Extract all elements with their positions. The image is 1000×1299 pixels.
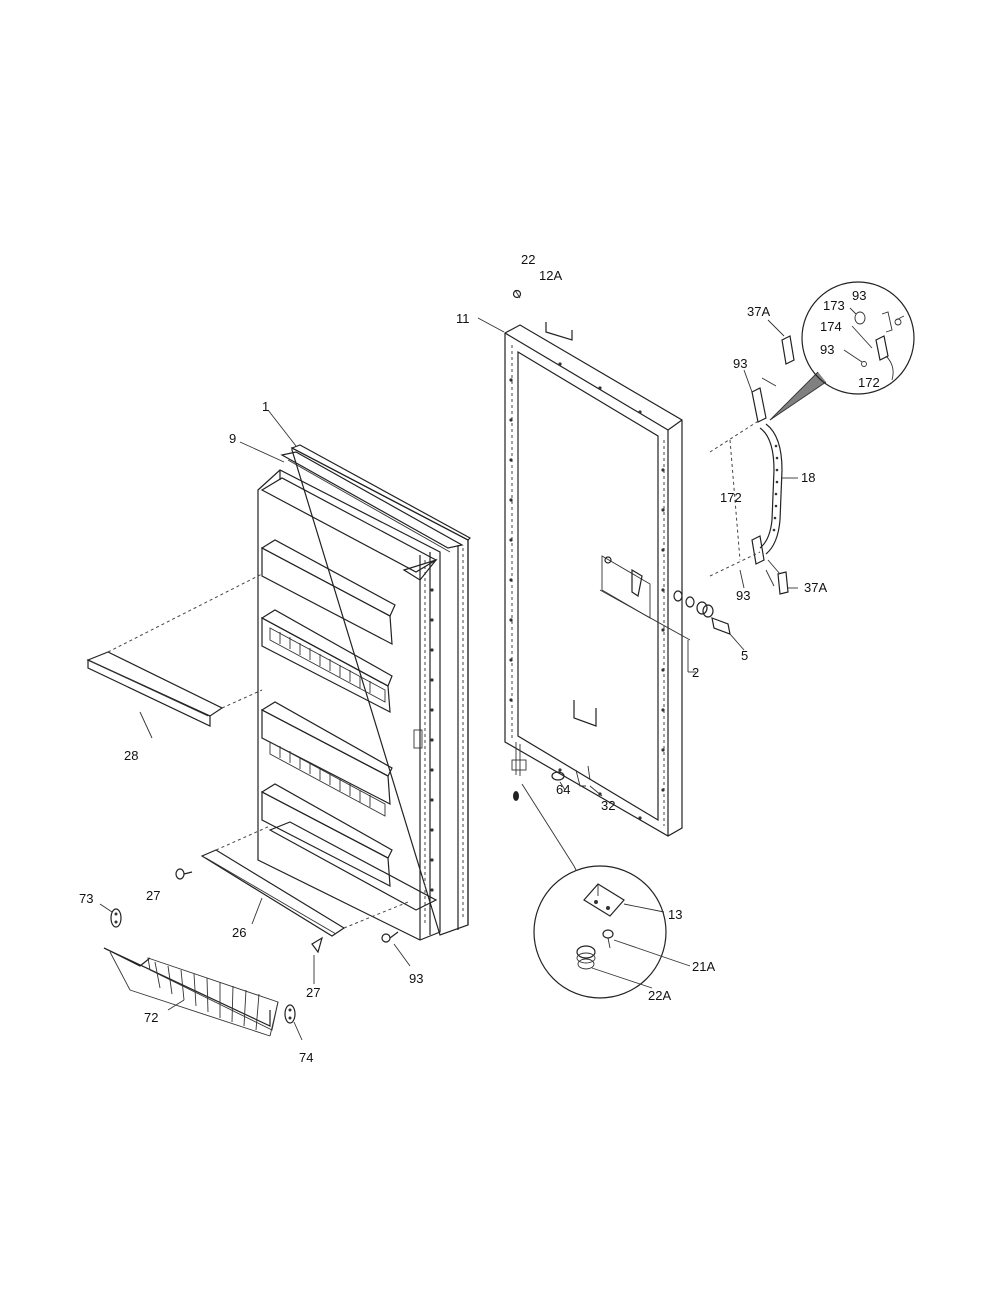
screw-27-upper [175,868,193,880]
label-5: 5 [741,648,748,663]
label-13: 13 [668,907,682,922]
door-liner-assembly [257,444,471,941]
label-2: 2 [692,665,699,680]
label-26: 26 [232,925,246,940]
end-cap-37a-top [767,319,795,365]
label-9: 9 [229,431,236,446]
label-12a: 12A [539,268,562,283]
screw-93-bottom [381,931,411,967]
rail-26 [200,825,409,937]
handle-assembly-18 [709,369,798,595]
detail-label-172: 172 [858,375,880,390]
liner-rivets [430,588,434,892]
wire-rack-upper [269,627,386,703]
label-93-lower: 93 [736,588,750,603]
detail-circle-handle [801,281,915,395]
label-37a-top: 37A [747,304,770,319]
handle-dots [772,444,779,532]
label-21a: 21A [692,959,715,974]
detail-label-93a: 93 [852,288,866,303]
label-11: 11 [456,311,470,326]
basket-72 [103,947,279,1037]
end-cap-73 [99,903,122,928]
label-64: 64 [556,782,570,797]
lock-cylinder-5 [673,590,745,651]
bottom-hinge-parts [511,742,603,867]
screw-22-top [512,289,522,299]
shelf-28 [86,573,263,739]
detail-label-173: 173 [823,298,845,313]
label-37a-bottom: 37A [804,580,827,595]
outer-door-panel-11 [504,322,691,837]
label-72: 72 [144,1010,158,1025]
label-28: 28 [124,748,138,763]
part-labels: 1 9 11 22 12A 28 26 27 27 73 72 74 93 2 … [79,252,880,1065]
label-93-upper: 93 [733,356,747,371]
wire-rack-lower [269,741,386,817]
panel-rivets [509,362,665,820]
label-32: 32 [601,798,615,813]
label-73: 73 [79,891,93,906]
label-74: 74 [299,1050,313,1065]
detail-label-174: 174 [820,319,842,334]
label-93-bottom: 93 [409,971,423,986]
label-172: 172 [720,490,742,505]
liner-shelf-ledges [260,539,396,888]
label-22: 22 [521,252,535,267]
label-1: 1 [262,399,269,414]
label-27-upper: 27 [146,888,160,903]
end-cap-74 [284,1004,303,1041]
label-27-lower: 27 [306,985,320,1000]
label-18: 18 [801,470,815,485]
detail-circle-hinge [533,865,691,999]
detail-label-93b: 93 [820,342,834,357]
label-22a: 22A [648,988,671,1003]
screw-27-lower [311,936,323,984]
